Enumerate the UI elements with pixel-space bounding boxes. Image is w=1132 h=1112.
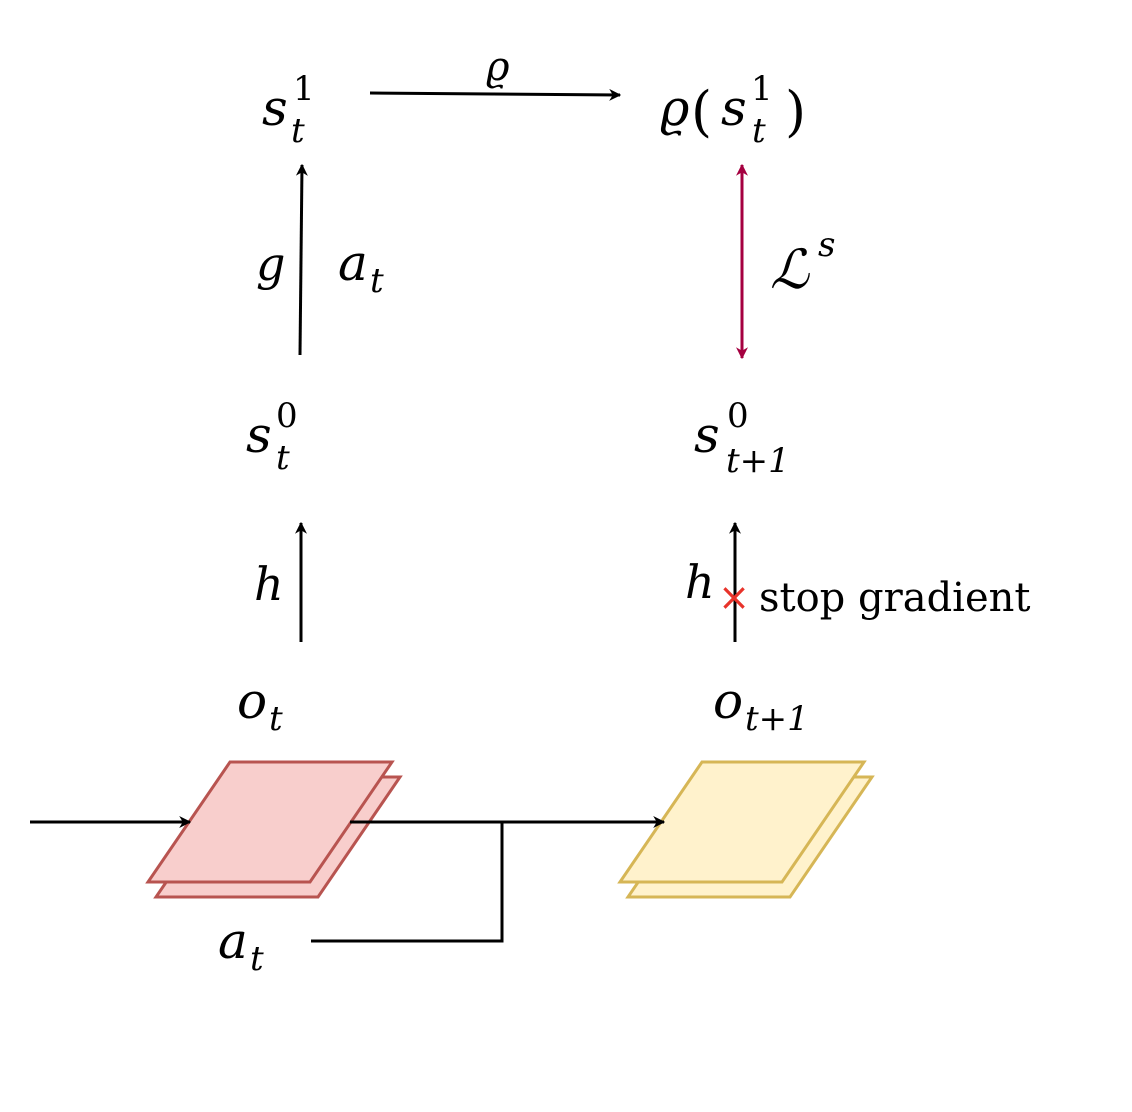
edge-g [295, 163, 308, 356]
node-s-t-1-base: s [262, 79, 288, 137]
loss-symbol: ℒ [770, 238, 810, 301]
node-o-t1-sub: t+1 [745, 699, 809, 739]
node-a-t-side-base: a [338, 234, 368, 292]
edge-action [311, 822, 504, 943]
frame-o-t1-front [617, 760, 867, 884]
node-s-t-1-sub: t [291, 111, 305, 151]
frame-stack-o-t [145, 760, 403, 899]
node-s-t-0-sup: 0 [276, 396, 298, 436]
node-a-t-bottom: a t [218, 912, 264, 979]
frame-o-t-front [145, 760, 395, 884]
node-o-t1-base: o [713, 672, 743, 730]
loss-sup: s [818, 225, 835, 265]
node-s-t-0-base: s [246, 406, 272, 464]
node-rho-base: s [721, 79, 747, 137]
node-rho-func: ϱ [660, 79, 690, 137]
edge-g-label: g [256, 237, 285, 291]
node-o-t: o t [237, 672, 283, 739]
node-o-t1: o t+1 [713, 672, 809, 739]
node-rho-close-paren: ) [785, 80, 806, 143]
edge-rho-label: ϱ [486, 44, 510, 90]
node-s-t-0-sub: t [276, 438, 290, 478]
stop-gradient-label: stop gradient [759, 575, 1030, 621]
node-a-t-bottom-sub: t [250, 939, 264, 979]
node-s-t-1-sup: 1 [293, 69, 315, 109]
edge-h-right-label: h [685, 555, 715, 609]
edge-loss-label: ℒ s [770, 225, 835, 301]
node-a-t-side-sub: t [370, 261, 384, 301]
node-a-t-side: a t [338, 234, 384, 301]
edge-h-left-label: h [254, 557, 284, 611]
node-s-t1-0: s 0 t+1 [694, 396, 790, 481]
node-rho-sup: 1 [751, 69, 773, 109]
stop-gradient-cross-icon: × [718, 575, 750, 619]
node-s-t1-0-base: s [694, 406, 720, 464]
node-rho-open-paren: ( [691, 80, 712, 143]
edge-rho [369, 88, 622, 101]
node-o-t-sub: t [269, 699, 283, 739]
node-s-t1-0-sub: t+1 [726, 441, 790, 481]
node-rho-s-t-1: ϱ ( s 1 t ) [660, 69, 806, 151]
node-s-t-1: s 1 t [262, 69, 315, 151]
node-rho-sub: t [752, 111, 766, 151]
node-o-t-base: o [237, 672, 267, 730]
frame-stack-o-t1 [617, 760, 875, 899]
node-s-t1-0-sup: 0 [727, 396, 749, 436]
node-s-t-0: s 0 t [246, 396, 298, 478]
node-a-t-bottom-base: a [218, 912, 248, 970]
